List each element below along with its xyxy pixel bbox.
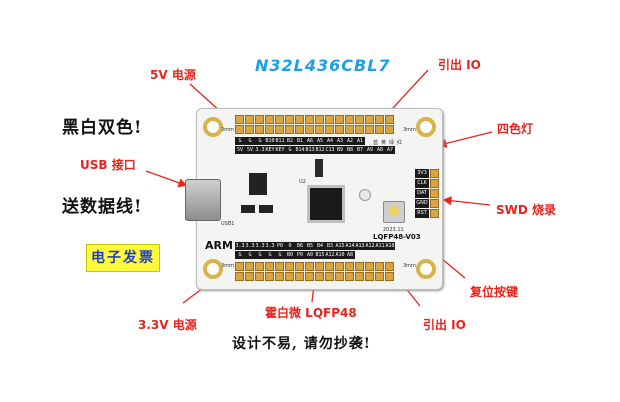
board-model: LQFP48-V03 [373,233,421,241]
bottom-header-row-a [235,262,394,271]
label-io-top: 引出 IO [438,58,481,72]
handwriting-line2: 送数据线! [62,197,143,217]
board-date: 2023.11 [383,227,404,233]
label-four-color-led: 四色灯 [497,122,534,136]
component-b [259,205,273,213]
label-33v-power: 3.3V 电源 [138,318,197,332]
bottom-header-row-b [235,272,394,281]
reset-button [383,201,405,223]
mount-hole-top-left [203,117,223,137]
hole-mark-br: 3mm [403,263,416,269]
usb-c-connector [185,179,221,221]
chip-name: N32L436CBL7 [255,56,391,75]
label-5v-power: 5V 电源 [150,68,196,82]
label-package: 霍白微 LQFP48 [265,306,357,320]
label-swd: SWD 烧录 [496,203,557,217]
arrow-usb [145,170,188,188]
label-reset-key: 复位按键 [470,285,519,299]
label-io-bottom: 引出 IO [423,318,466,332]
arrow-four-led [437,131,493,148]
component-a [241,205,255,213]
status-led [359,189,371,201]
mount-hole-bottom-left [203,259,223,279]
handwriting-footer: 设计不易, 请勿抄袭! [232,336,371,352]
top-header-row-b [235,125,394,134]
arrow-swd [442,196,491,206]
invoice-stamp: 电子发票 [86,244,160,272]
mount-hole-bottom-right [416,259,436,279]
regulator [249,173,267,195]
hole-mark-bl: 3mm [221,263,234,269]
crystal [315,159,323,177]
swd-header: 3V3 CLK DAT GND RST [415,169,429,218]
mcu-chip [307,185,345,223]
top-header-row-a [235,115,394,124]
label-usb-port: USB 接口 [80,158,136,172]
chip-ref: U2 [299,179,306,185]
mount-hole-top-right [416,117,436,137]
four-color-led: 蓝黄绿红 [373,140,403,146]
handwriting-line1: 黑白双色! [62,118,143,138]
hole-mark-tl: 3mm [221,127,234,133]
arm-logo: ARM [205,239,233,252]
usb-ref: USB1 [221,221,235,227]
swd-pins [430,169,439,218]
hole-mark-tr: 3mm [403,127,416,133]
